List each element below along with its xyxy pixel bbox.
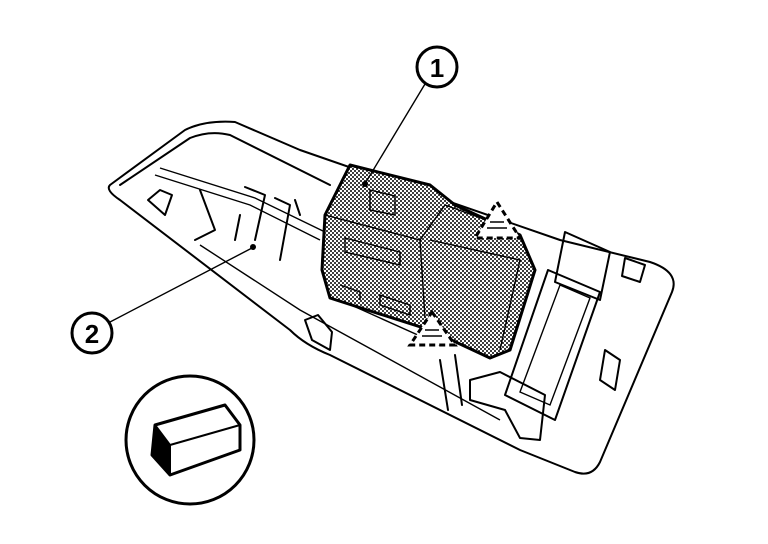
callout-1: 1 <box>362 45 459 187</box>
view-direction-wedge-icon <box>124 374 256 506</box>
bezel <box>107 120 675 475</box>
callout-2: 2 <box>70 244 256 355</box>
callout-number-1: 1 <box>430 53 444 83</box>
clip-indicators <box>407 199 523 347</box>
callout-number-2: 2 <box>85 319 99 349</box>
module <box>320 163 537 360</box>
